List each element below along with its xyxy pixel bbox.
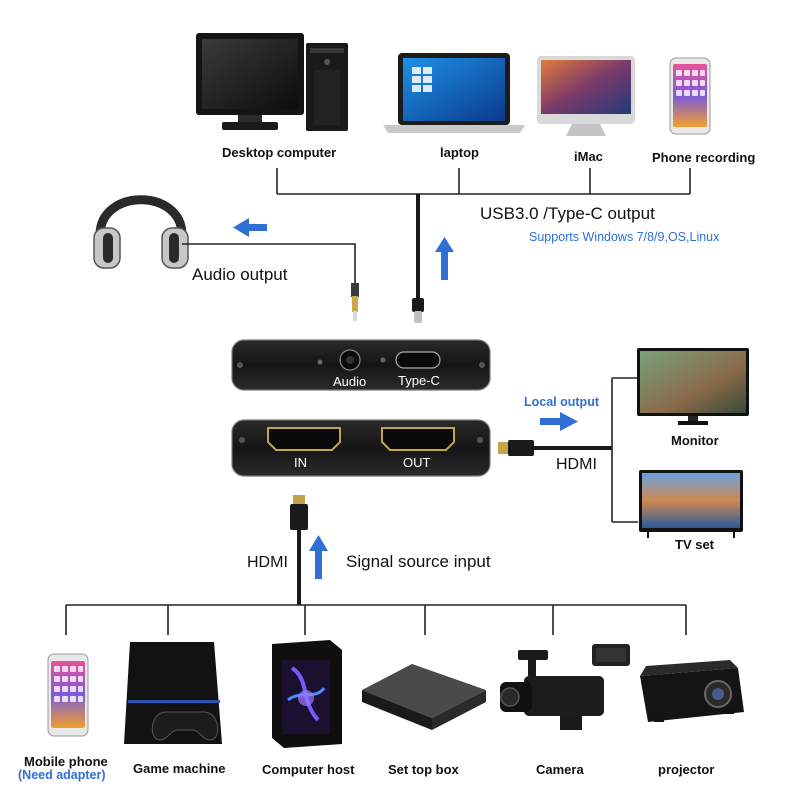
usb-bus-lines <box>276 168 691 195</box>
monitor-icon <box>637 348 749 425</box>
game-console-icon <box>124 642 222 744</box>
mobile-phone-label: Mobile phone <box>24 754 108 769</box>
local-hdmi-label: HDMI <box>556 456 597 473</box>
desktop-computer-label: Desktop computer <box>222 145 337 160</box>
set-top-box-icon <box>362 664 486 730</box>
projector-icon <box>640 660 744 722</box>
signal-hdmi-label: HDMI <box>247 554 288 571</box>
usb-output-subtitle: Supports Windows 7/8/9,OS,Linux <box>529 230 720 244</box>
local-output-right-arrow-icon <box>540 412 578 431</box>
capture-device-top <box>231 339 491 391</box>
phone-recording-label: Phone recording <box>652 150 756 165</box>
audio-output-label: Audio output <box>192 265 288 284</box>
usb-up-arrow-icon <box>435 237 454 280</box>
laptop-icon <box>383 53 525 133</box>
camera-icon <box>500 644 630 730</box>
usb-c-cable <box>412 194 424 323</box>
port-out-label: OUT <box>403 455 431 470</box>
display-branch-lines <box>611 377 638 523</box>
computer-tower-icon <box>272 640 342 748</box>
capture-device-bottom <box>231 419 491 477</box>
source-bus-lines <box>65 604 687 635</box>
camera-label: Camera <box>536 762 584 777</box>
hdmi-in-cable <box>290 495 308 605</box>
computer-host-label: Computer host <box>262 762 355 777</box>
desktop-computer-icon <box>196 33 348 131</box>
imac-icon <box>537 56 635 136</box>
usb-output-title: USB3.0 /Type-C output <box>480 204 655 223</box>
monitor-label: Monitor <box>671 433 719 448</box>
audio-cable <box>182 243 359 321</box>
audio-left-arrow-icon <box>233 218 267 237</box>
game-machine-label: Game machine <box>133 761 226 776</box>
mobile-adapter-note: (Need adapter) <box>18 768 106 782</box>
local-output-label: Local output <box>524 395 599 409</box>
set-top-box-label: Set top box <box>388 762 459 777</box>
tv-icon <box>639 470 743 538</box>
signal-up-arrow-icon <box>309 535 328 579</box>
port-in-label: IN <box>294 455 307 470</box>
projector-label: projector <box>658 762 715 777</box>
headphones-icon <box>93 195 189 269</box>
imac-label: iMac <box>574 149 603 164</box>
signal-source-label: Signal source input <box>346 552 491 571</box>
port-audio-label: Audio <box>333 374 367 389</box>
port-typec-label: Type-C <box>398 373 440 388</box>
phone-icon <box>669 57 711 135</box>
tv-label: TV set <box>675 537 715 552</box>
hdmi-out-cable <box>498 440 612 456</box>
mobile-phone-icon <box>47 653 89 737</box>
laptop-label: laptop <box>440 145 479 160</box>
